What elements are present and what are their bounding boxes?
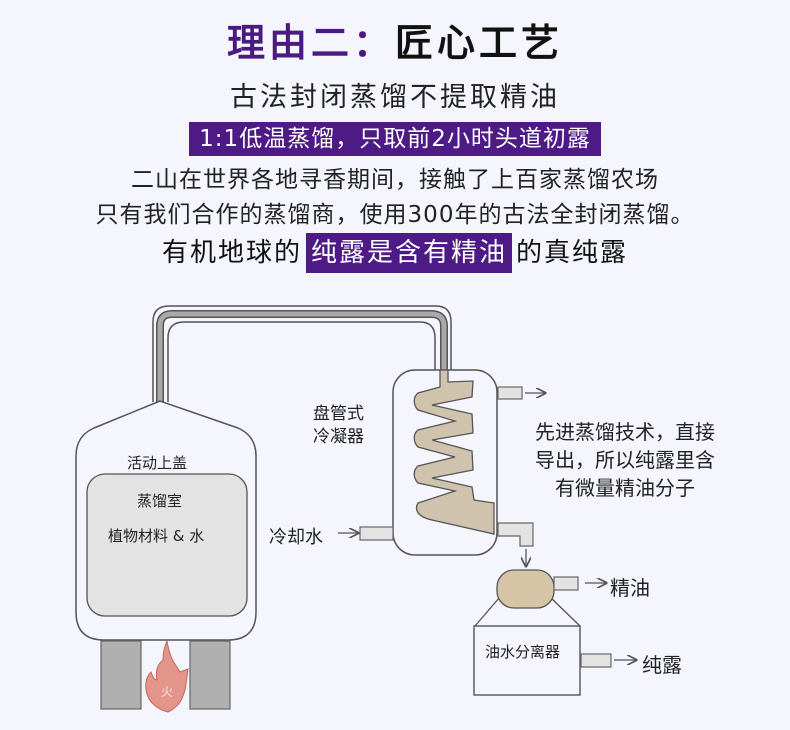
- still-leg-right: [189, 640, 231, 710]
- process-note: 先进蒸馏技术，直接 导出，所以纯露里含 有微量精油分子: [505, 418, 745, 502]
- tagline: 有机地球的纯露是含有精油的真纯露: [0, 233, 790, 273]
- hydrosol-outlet-pipe: [580, 653, 612, 668]
- separator-label: 油水分离器: [485, 643, 561, 661]
- tagline-before: 有机地球的: [161, 238, 302, 268]
- page-title: 理由二：匠心工艺: [0, 18, 790, 68]
- separator-funnel-left: [474, 596, 501, 627]
- contents-label: 植物材料 & 水: [108, 527, 205, 545]
- hydrosol-label: 纯露: [642, 653, 682, 677]
- highlight-line-wrap: 1:1低温蒸馏，只取前2小时头道初露: [0, 122, 790, 156]
- tagline-after: 的真纯露: [516, 238, 629, 268]
- fire-icon: [145, 639, 189, 713]
- separator-box: [473, 625, 581, 696]
- separator-funnel-right: [549, 596, 581, 627]
- essential-oil-label: 精油: [610, 576, 650, 600]
- condenser-coil: [413, 369, 495, 535]
- condensate-outlet-pipe: [497, 522, 534, 547]
- lid-label: 活动上盖: [127, 454, 188, 472]
- still-chamber: [86, 473, 248, 617]
- vapor-pipe: [152, 305, 452, 402]
- note-line-3: 有微量精油分子: [555, 476, 695, 500]
- description-line-1: 二山在世界各地寻香期间，接触了上百家蒸馏农场: [131, 167, 659, 193]
- cooling-water-label: 冷却水: [269, 527, 323, 548]
- note-line-1: 先进蒸馏技术，直接: [535, 420, 715, 444]
- note-line-2: 导出，所以纯露里含: [535, 448, 715, 472]
- highlight-line: 1:1低温蒸馏，只取前2小时头道初露: [189, 122, 601, 156]
- fire-label: 火: [161, 685, 174, 699]
- oil-pod: [496, 569, 555, 609]
- cooling-water-inlet-pipe: [359, 526, 394, 541]
- chamber-label: 蒸馏室: [137, 492, 183, 510]
- subtitle: 古法封闭蒸馏不提取精油: [230, 82, 560, 113]
- condenser-label-2: 冷凝器: [313, 427, 364, 447]
- still-leg-left: [100, 640, 142, 710]
- oil-outlet-pipe: [553, 576, 579, 591]
- title-prefix: 理由二：: [226, 21, 395, 65]
- water-outlet-pipe: [497, 386, 523, 400]
- tagline-highlight: 纯露是含有精油: [305, 233, 512, 273]
- condenser-label-1: 盘管式: [313, 404, 364, 424]
- title-main: 匠心工艺: [395, 21, 564, 65]
- description-line-2: 只有我们合作的蒸馏商，使用300年的古法全封闭蒸馏。: [95, 202, 695, 228]
